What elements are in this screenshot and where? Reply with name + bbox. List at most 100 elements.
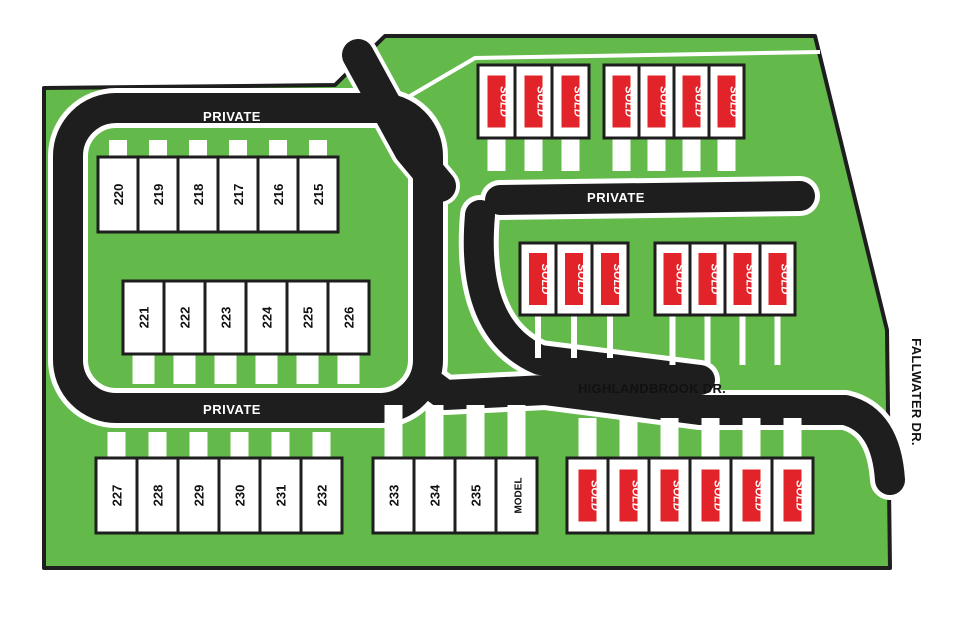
sold-lot-4[interactable]: SOLD bbox=[707, 63, 746, 140]
lot-224[interactable]: 224 bbox=[244, 279, 289, 356]
sold-lot-1[interactable]: SOLD bbox=[518, 241, 558, 317]
lot-233[interactable]: 233 bbox=[371, 456, 416, 535]
lot-outline bbox=[494, 456, 539, 535]
sold-lot-2[interactable]: SOLD bbox=[606, 456, 651, 535]
lot-231[interactable]: 231 bbox=[258, 456, 303, 535]
lot-217[interactable]: 217 bbox=[216, 155, 260, 234]
private-loop-road bbox=[53, 93, 443, 423]
driveway bbox=[425, 405, 444, 460]
sold-badge bbox=[698, 253, 717, 305]
driveway bbox=[189, 140, 207, 160]
lot-227[interactable]: 227 bbox=[94, 456, 139, 535]
lot-number: 225 bbox=[301, 307, 316, 329]
lot-221[interactable]: 221 bbox=[121, 279, 166, 356]
sold-badge bbox=[742, 469, 761, 522]
lot-number: 230 bbox=[233, 485, 248, 507]
lot-number: 220 bbox=[111, 184, 126, 206]
lot-235[interactable]: 235 bbox=[453, 456, 498, 535]
lot-number: 223 bbox=[219, 307, 234, 329]
sold-lot-2[interactable]: SOLD bbox=[637, 63, 676, 140]
sold-label: SOLD bbox=[712, 480, 724, 511]
sold-lot-2[interactable]: SOLD bbox=[554, 241, 594, 317]
lot-229[interactable]: 229 bbox=[176, 456, 221, 535]
sold-badge bbox=[578, 469, 597, 522]
lot-number: 231 bbox=[274, 485, 289, 507]
sold-label: SOLD bbox=[572, 86, 584, 117]
lot-number: 216 bbox=[271, 184, 286, 206]
lot-218[interactable]: 218 bbox=[176, 155, 220, 234]
lot-215[interactable]: 215 bbox=[296, 155, 340, 234]
roads bbox=[53, 39, 905, 495]
lot-223[interactable]: 223 bbox=[203, 279, 248, 356]
lot-number: 226 bbox=[342, 307, 357, 329]
lot-219[interactable]: 219 bbox=[136, 155, 180, 234]
lot-234[interactable]: 234 bbox=[412, 456, 457, 535]
lot-outline bbox=[216, 155, 260, 234]
driveway bbox=[647, 136, 666, 171]
sold-lot-3[interactable]: SOLD bbox=[647, 456, 692, 535]
sold-label: SOLD bbox=[744, 264, 756, 295]
sold-lot-1[interactable]: SOLD bbox=[602, 63, 641, 140]
sold-lot-2[interactable]: SOLD bbox=[513, 63, 554, 140]
driveway bbox=[571, 313, 577, 358]
sold-badge bbox=[601, 253, 619, 305]
sold-badge bbox=[682, 75, 701, 128]
lot-220[interactable]: 220 bbox=[96, 155, 140, 234]
driveway bbox=[487, 136, 506, 171]
driveway bbox=[337, 352, 360, 384]
driveway bbox=[312, 432, 331, 460]
lot-225[interactable]: 225 bbox=[285, 279, 330, 356]
lot-216[interactable]: 216 bbox=[256, 155, 300, 234]
sold-label: SOLD bbox=[709, 264, 721, 295]
lot-232[interactable]: 232 bbox=[299, 456, 344, 535]
sold-lot-1[interactable]: SOLD bbox=[565, 456, 610, 535]
sold-lot-3[interactable]: SOLD bbox=[723, 241, 762, 317]
lot-230[interactable]: 230 bbox=[217, 456, 262, 535]
sold-label: SOLD bbox=[693, 86, 705, 117]
lot-outline bbox=[256, 155, 300, 234]
sold-lot-4[interactable]: SOLD bbox=[758, 241, 797, 317]
lot-number: 233 bbox=[387, 485, 402, 507]
driveway bbox=[660, 418, 679, 460]
sold-lot-2[interactable]: SOLD bbox=[688, 241, 727, 317]
lot-outline bbox=[296, 155, 340, 234]
sold-lot-3[interactable]: SOLD bbox=[672, 63, 711, 140]
lot-number: 219 bbox=[151, 184, 166, 206]
sold-lot-1[interactable]: SOLD bbox=[653, 241, 692, 317]
driveway bbox=[507, 405, 526, 460]
sold-label: SOLD bbox=[658, 86, 670, 117]
lot-222[interactable]: 222 bbox=[162, 279, 207, 356]
driveway bbox=[149, 140, 167, 160]
driveway bbox=[524, 136, 543, 171]
sold-lot-5[interactable]: SOLD bbox=[729, 456, 774, 535]
connector-road bbox=[342, 39, 456, 202]
driveway bbox=[607, 313, 613, 358]
lot-number: 235 bbox=[469, 485, 484, 507]
driveway bbox=[739, 313, 746, 365]
sold-label: SOLD bbox=[779, 264, 791, 295]
sold-lot-1[interactable]: SOLD bbox=[476, 63, 517, 140]
lot-number: 218 bbox=[191, 184, 206, 206]
lot-226[interactable]: 226 bbox=[326, 279, 371, 356]
sold-lot-6[interactable]: SOLD bbox=[770, 456, 815, 535]
sold-lot-3[interactable]: SOLD bbox=[550, 63, 591, 140]
lot-228[interactable]: 228 bbox=[135, 456, 180, 535]
inner-curve-road bbox=[463, 200, 715, 395]
sold-lot-3[interactable]: SOLD bbox=[590, 241, 630, 317]
lot-MODEL[interactable]: MODEL bbox=[494, 456, 539, 535]
sold-label: SOLD bbox=[674, 264, 686, 295]
driveway bbox=[109, 140, 127, 160]
lot-outline bbox=[453, 456, 498, 535]
lot-outline bbox=[96, 155, 140, 234]
sold-badge bbox=[529, 253, 547, 305]
sold-label: SOLD bbox=[575, 264, 587, 295]
sold-label: SOLD bbox=[539, 264, 551, 295]
driveway bbox=[230, 432, 249, 460]
sold-lot-4[interactable]: SOLD bbox=[688, 456, 733, 535]
street-label-fallwater: FALLWATER DR. bbox=[909, 338, 924, 446]
driveway bbox=[255, 352, 278, 384]
sold-badge bbox=[663, 253, 682, 305]
driveway bbox=[742, 418, 761, 460]
lot-outline bbox=[258, 456, 303, 535]
